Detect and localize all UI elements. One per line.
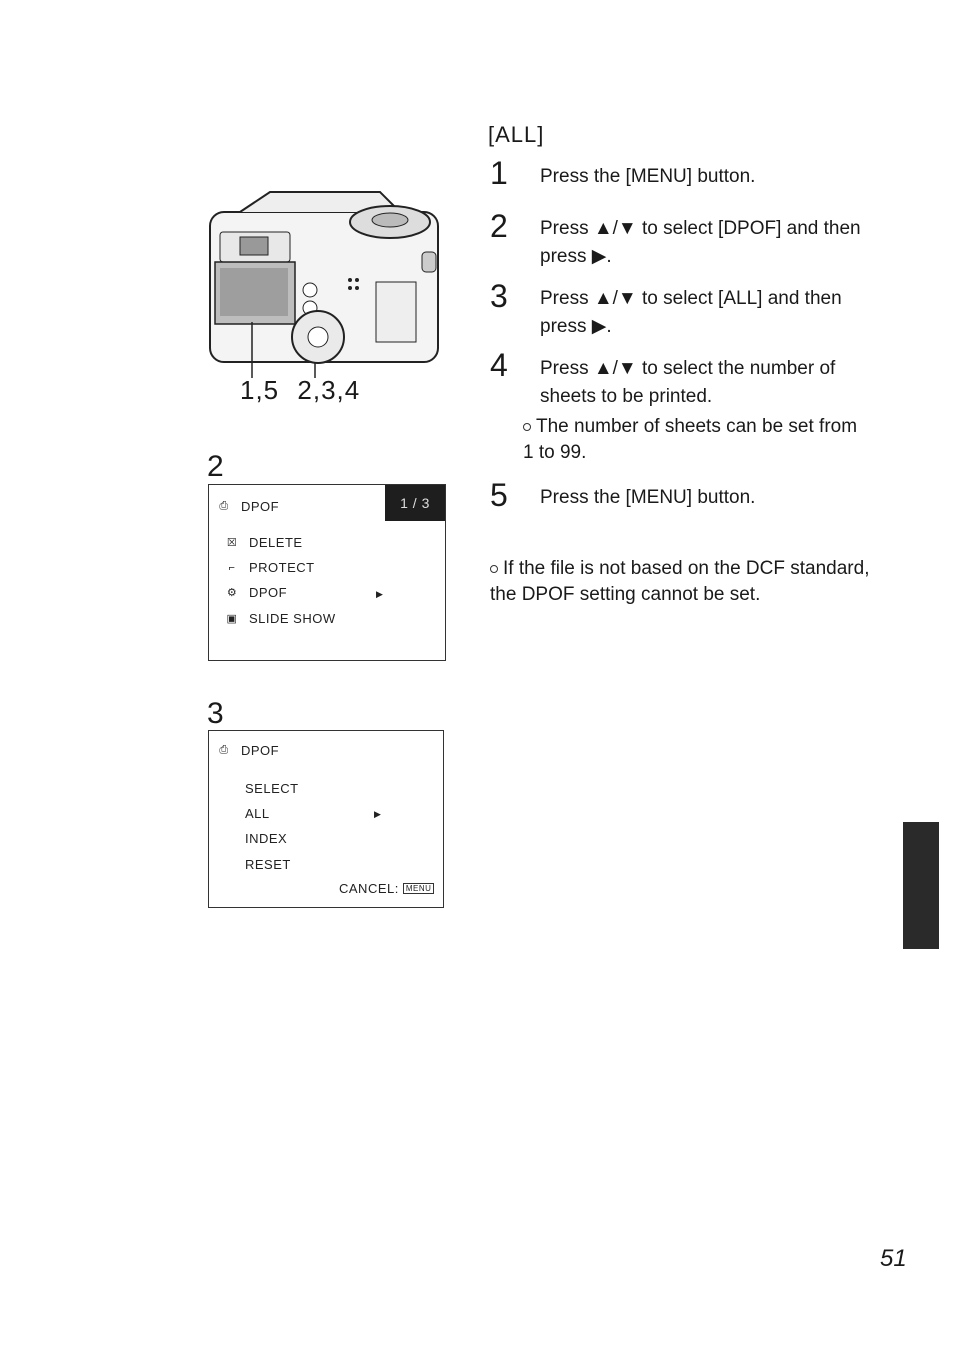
print-icon: ⎙: [219, 744, 229, 756]
callout-menu-button: 1,5: [240, 375, 280, 405]
menu-item-reset[interactable]: RESET: [245, 857, 291, 872]
figure-3-menu-screen: ⎙ DPOF SELECT ALL ▶ INDEX RESET CANCEL: …: [208, 730, 444, 908]
chapter-side-tab: [903, 822, 939, 949]
menu-item-index[interactable]: INDEX: [245, 831, 287, 846]
menu-item-label: PROTECT: [249, 560, 315, 575]
menu-item-label: ALL: [245, 806, 270, 821]
menu-item-protect[interactable]: ⌐ PROTECT: [225, 560, 315, 575]
menu-key-icon: MENU: [402, 883, 435, 894]
menu-item-label: SELECT: [245, 781, 299, 796]
page-number: 51: [880, 1245, 907, 1272]
menu-item-slide-show[interactable]: ▣ SLIDE SHOW: [225, 611, 336, 626]
menu-item-select[interactable]: SELECT: [245, 781, 299, 796]
cancel-label: CANCEL:: [339, 881, 399, 896]
bullet-icon: [490, 564, 498, 573]
menu-item-label: SLIDE SHOW: [249, 611, 336, 626]
menu-item-label: DPOF: [249, 585, 288, 600]
trash-icon: ☒: [226, 537, 238, 549]
figure-2-title: DPOF: [241, 499, 280, 514]
slideshow-icon: ▣: [226, 613, 238, 625]
step-2-number: 2: [490, 208, 508, 244]
step-1-text: Press the [MENU] button.: [540, 166, 756, 187]
figure-2-number: 2: [207, 450, 224, 483]
page-indicator: 1 / 3: [385, 485, 445, 521]
figure-3-number: 3: [207, 697, 224, 730]
bullet-icon: [523, 422, 531, 431]
menu-item-label: INDEX: [245, 831, 288, 846]
camera-illustration: [209, 191, 439, 378]
callout-cursor-button: 2,3,4: [297, 375, 361, 405]
dcf-note-text: If the file is not based on the DCF stan…: [490, 558, 870, 605]
figure-3-title: DPOF: [241, 743, 280, 758]
step-5-text: Press the [MENU] button.: [540, 487, 756, 508]
step-4-note-text: The number of sheets can be set from 1 t…: [523, 416, 858, 463]
dcf-note: If the file is not based on the DCF stan…: [490, 556, 870, 608]
step-1-number: 1: [490, 155, 508, 191]
print-icon: ⎙: [219, 500, 229, 512]
step-4-text: Press ▲/▼ to select the number of sheets…: [540, 358, 836, 407]
menu-item-label: DELETE: [249, 535, 303, 550]
menu-item-dpof[interactable]: ⚙ DPOF: [225, 585, 287, 600]
menu-item-delete[interactable]: ☒ DELETE: [225, 535, 303, 550]
step-3-number: 3: [490, 278, 508, 314]
menu-item-all[interactable]: ALL: [245, 806, 270, 821]
step-3-text: Press ▲/▼ to select [ALL] and then press…: [540, 288, 842, 337]
submenu-arrow-icon: ▶: [376, 589, 384, 599]
submenu-arrow-icon: ▶: [374, 809, 382, 819]
figure-3-title-row: ⎙ DPOF: [217, 743, 279, 758]
figure-2-title-row: ⎙ DPOF: [217, 499, 279, 514]
step-4-note: The number of sheets can be set from 1 t…: [523, 414, 863, 466]
camera-callout-labels: 1,5 2,3,4: [240, 375, 370, 406]
print-icon: ⚙: [226, 587, 238, 599]
section-heading: [ALL]: [488, 122, 545, 147]
figure-2-menu-screen: ⎙ DPOF 1 / 3 ☒ DELETE ⌐ PROTECT ⚙ DPOF ▶…: [208, 484, 446, 661]
step-4-number: 4: [490, 347, 508, 383]
menu-item-label: RESET: [245, 857, 291, 872]
cancel-hint: CANCEL: MENU: [339, 881, 435, 896]
key-icon: ⌐: [228, 561, 236, 574]
step-2-text: Press ▲/▼ to select [DPOF] and then pres…: [540, 218, 861, 267]
step-5-number: 5: [490, 477, 508, 513]
